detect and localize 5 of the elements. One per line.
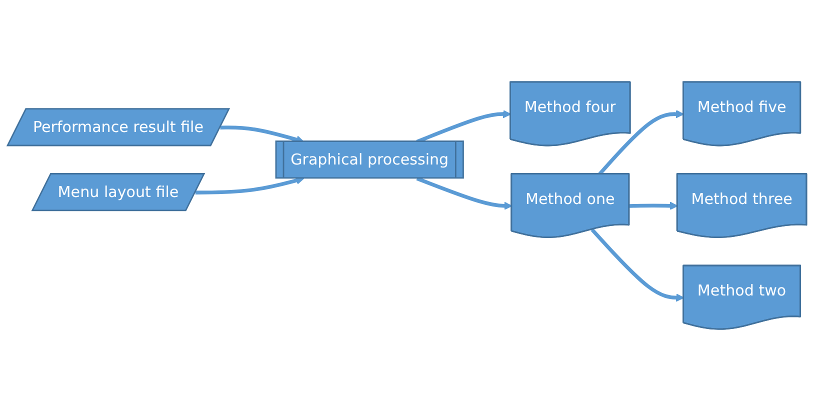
arrow — [629, 202, 678, 210]
arrow — [598, 110, 684, 176]
arrow — [416, 176, 512, 210]
arrow — [590, 228, 684, 302]
arrow — [195, 176, 304, 194]
